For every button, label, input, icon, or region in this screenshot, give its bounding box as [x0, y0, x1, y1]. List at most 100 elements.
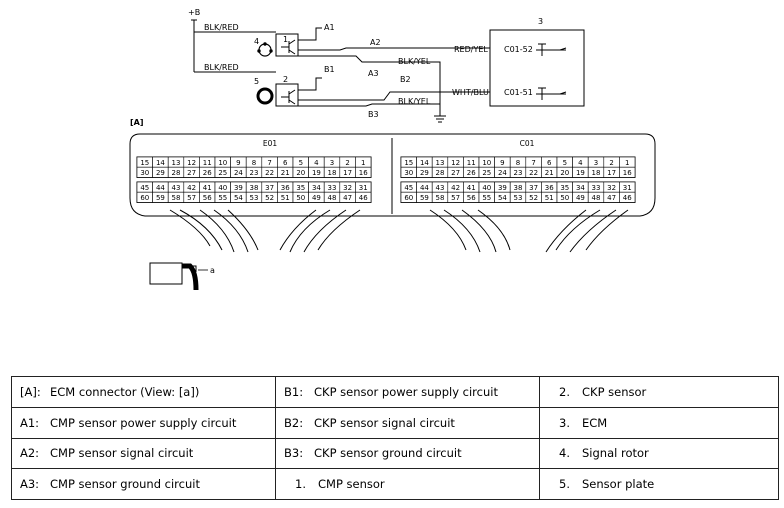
- pin-number: 9: [236, 159, 240, 167]
- legend-text: CMP sensor: [318, 477, 385, 492]
- pin-number: 32: [607, 184, 616, 192]
- legend-cell: B2:CKP sensor signal circuit: [275, 406, 540, 439]
- pin-number: 34: [312, 184, 321, 192]
- pin-number: 56: [467, 194, 476, 202]
- pin-number: 35: [296, 184, 305, 192]
- legend-cell: 3. ECM: [539, 406, 779, 439]
- pin-number: 53: [514, 194, 523, 202]
- pin-number: 50: [296, 194, 305, 202]
- legend-key: 4.: [559, 446, 570, 461]
- legend-text: ECM: [582, 415, 608, 430]
- pin-number: 57: [187, 194, 196, 202]
- legend-key: 3.: [559, 415, 570, 430]
- legend-key: B3:: [284, 446, 304, 461]
- pin-number: 43: [172, 184, 181, 192]
- pin-number: 58: [436, 194, 445, 202]
- pin-number: 40: [482, 184, 491, 192]
- pin-number: 23: [250, 169, 259, 177]
- pin-number: 15: [140, 159, 149, 167]
- legend-cell: A3:CMP sensor ground circuit: [11, 468, 276, 500]
- pin-number: 51: [545, 194, 554, 202]
- pin-number: 31: [359, 184, 368, 192]
- legend-text: CMP sensor signal circuit: [50, 446, 194, 461]
- pin-number: 26: [467, 169, 476, 177]
- pin-number: 49: [312, 194, 321, 202]
- pin-number: 13: [436, 159, 445, 167]
- pin-number: 56: [203, 194, 212, 202]
- pin-number: 60: [404, 194, 413, 202]
- legend-cell: [A]:ECM connector (View: [a]): [11, 376, 276, 408]
- ecm-connector-housing: [129, 133, 656, 217]
- pin-number: 9: [500, 159, 504, 167]
- legend-cell: 2.CKP sensor: [539, 376, 779, 408]
- pin-number: 16: [359, 169, 368, 177]
- pin-cell: [355, 166, 372, 178]
- pin-cell: [619, 166, 636, 178]
- pin-number: 7: [531, 159, 535, 167]
- legend-cell: A1:CMP sensor power supply circuit: [11, 406, 276, 439]
- legend-key: A3:: [20, 477, 40, 492]
- component-number-3: 3: [538, 17, 543, 26]
- pin-number: 16: [623, 169, 632, 177]
- pin-number: 54: [498, 194, 507, 202]
- pin-number: 57: [451, 194, 460, 202]
- pin-number: 6: [547, 159, 552, 167]
- pin-number: 34: [576, 184, 585, 192]
- pin-number: 47: [607, 194, 616, 202]
- pin-number: 12: [187, 159, 196, 167]
- pin-number: 20: [560, 169, 569, 177]
- pin-number: 19: [576, 169, 585, 177]
- pin-number: 46: [359, 194, 368, 202]
- pin-number: 44: [156, 184, 165, 192]
- component-number-5: 5: [254, 77, 259, 86]
- circuit-tag-a1: A1: [324, 23, 335, 32]
- pin-number: 36: [545, 184, 554, 192]
- circuit-tag-a3: A3: [368, 69, 379, 78]
- pin-number: 25: [482, 169, 491, 177]
- sensor-plate-icon: [256, 87, 274, 105]
- pin-number: 6: [283, 159, 288, 167]
- pin-number: 43: [436, 184, 445, 192]
- legend-row: [A]:ECM connector (View: [a])B1:CKP sens…: [11, 376, 779, 408]
- signal-rotor-icon: [257, 42, 273, 57]
- pin-number: 19: [312, 169, 321, 177]
- pin-number: 37: [529, 184, 538, 192]
- pin-number: 60: [140, 194, 149, 202]
- pin-number: 15: [404, 159, 413, 167]
- pin-number: 13: [172, 159, 181, 167]
- connector-view-tag: [A]: [130, 118, 144, 127]
- pin-number: 2: [609, 159, 613, 167]
- pin-number: 22: [529, 169, 538, 177]
- pin-number: 46: [623, 194, 632, 202]
- pin-number: 33: [328, 184, 337, 192]
- pin-number: 50: [560, 194, 569, 202]
- pin-number: 42: [187, 184, 196, 192]
- legend-cell: B1:CKP sensor power supply circuit: [275, 376, 540, 408]
- legend-cell: 1.CMP sensor: [275, 468, 540, 500]
- pin-number: 49: [576, 194, 585, 202]
- wire-label-wht-blu: WHT/BLU: [452, 88, 489, 97]
- terminal-c01-52: C01-52: [504, 45, 533, 54]
- pin-number: 39: [234, 184, 243, 192]
- pin-number: 35: [560, 184, 569, 192]
- pin-number: 36: [281, 184, 290, 192]
- legend-table: [A]:ECM connector (View: [a])B1:CKP sens…: [11, 376, 779, 500]
- wire-harness: [169, 209, 629, 253]
- pin-number: 25: [218, 169, 227, 177]
- component-number-4: 4: [254, 37, 259, 46]
- view-arrow-label: a: [210, 266, 215, 275]
- pin-number: 45: [404, 184, 413, 192]
- wire-label-blk-red-bottom: BLK/RED: [204, 63, 239, 72]
- pin-number: 41: [467, 184, 476, 192]
- legend-cell: B3:CKP sensor ground circuit: [275, 437, 540, 470]
- pin-number: 28: [436, 169, 445, 177]
- pin-number: 30: [140, 169, 149, 177]
- pin-number: 27: [187, 169, 196, 177]
- legend-text: CKP sensor signal circuit: [314, 415, 455, 430]
- pin-number: 2: [345, 159, 349, 167]
- legend-key: A2:: [20, 446, 40, 461]
- wire-label-blk-yel-top: BLK/YEL: [398, 57, 431, 66]
- circuit-tag-b1: B1: [324, 65, 335, 74]
